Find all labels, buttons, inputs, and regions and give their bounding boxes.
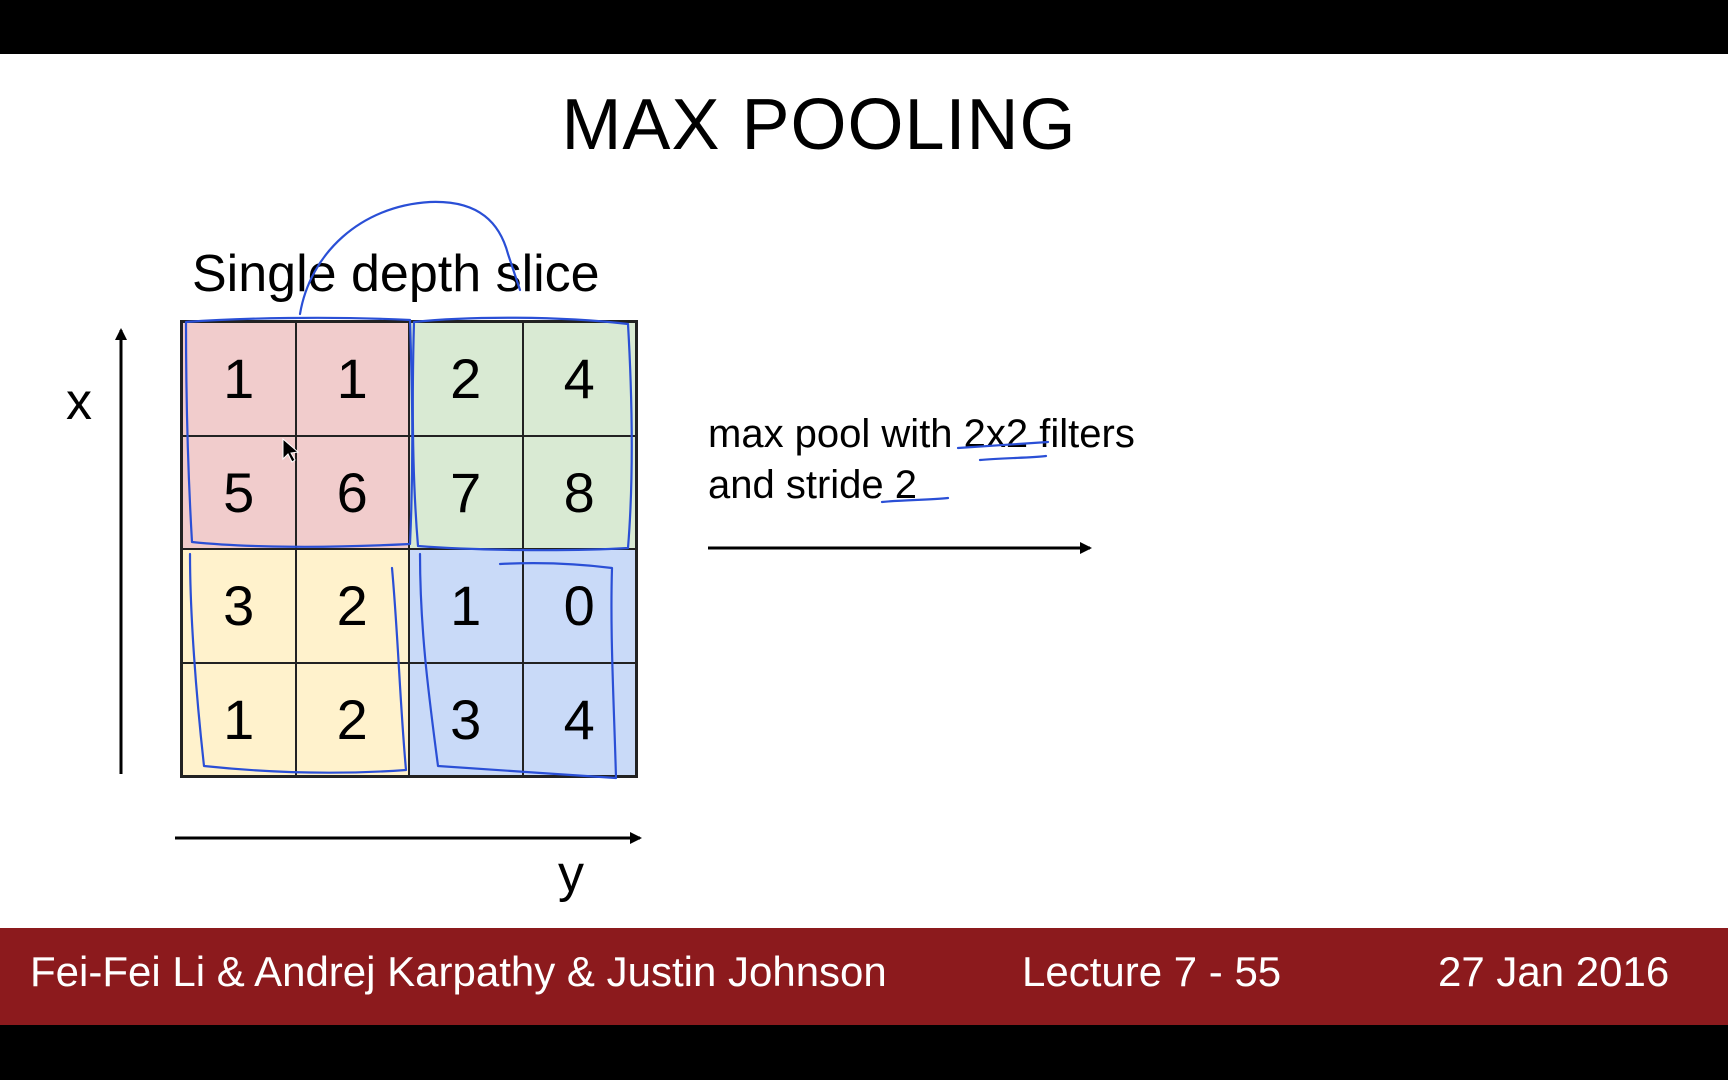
axis-y-label: y — [558, 845, 584, 903]
description-line-2: and stride 2 — [708, 463, 918, 507]
slice-label: Single depth slice — [192, 245, 600, 303]
grid-cell: 1 — [295, 322, 409, 436]
footer-lecture: Lecture 7 - 55 — [1022, 948, 1282, 995]
grid-cell: 5 — [182, 435, 296, 549]
grid-cell: 7 — [409, 435, 523, 549]
footer-date: 27 Jan 2016 — [1438, 948, 1670, 995]
grid-cell: 4 — [522, 322, 636, 436]
grid-cell: 1 — [182, 322, 296, 436]
description-line-1: max pool with 2x2 filters — [708, 412, 1135, 456]
grid-cell: 2 — [295, 549, 409, 663]
input-grid: 1 1 2 4 5 6 7 8 3 2 1 0 1 2 3 4 — [180, 320, 638, 778]
grid-cell: 0 — [522, 549, 636, 663]
grid-cell: 4 — [522, 662, 636, 776]
slide: MAX POOLING Single depth slice x y 1 1 2… — [0, 54, 1728, 928]
grid-cell: 1 — [182, 662, 296, 776]
grid-cell: 6 — [295, 435, 409, 549]
grid-cell: 8 — [522, 435, 636, 549]
slide-title: MAX POOLING — [561, 85, 1077, 165]
slide-footer: Fei-Fei Li & Andrej Karpathy & Justin Jo… — [0, 928, 1728, 1025]
grid-cell: 1 — [409, 549, 523, 663]
letterbox-bottom — [0, 1025, 1728, 1080]
grid-cell: 3 — [182, 549, 296, 663]
pooling-description: max pool with 2x2 filters and stride 2 — [708, 409, 1135, 511]
grid-cell: 2 — [295, 662, 409, 776]
letterbox-top — [0, 0, 1728, 54]
axis-x-label: x — [66, 373, 92, 431]
footer-authors: Fei-Fei Li & Andrej Karpathy & Justin Jo… — [30, 948, 887, 995]
grid-cell: 3 — [409, 662, 523, 776]
grid-cell: 2 — [409, 322, 523, 436]
